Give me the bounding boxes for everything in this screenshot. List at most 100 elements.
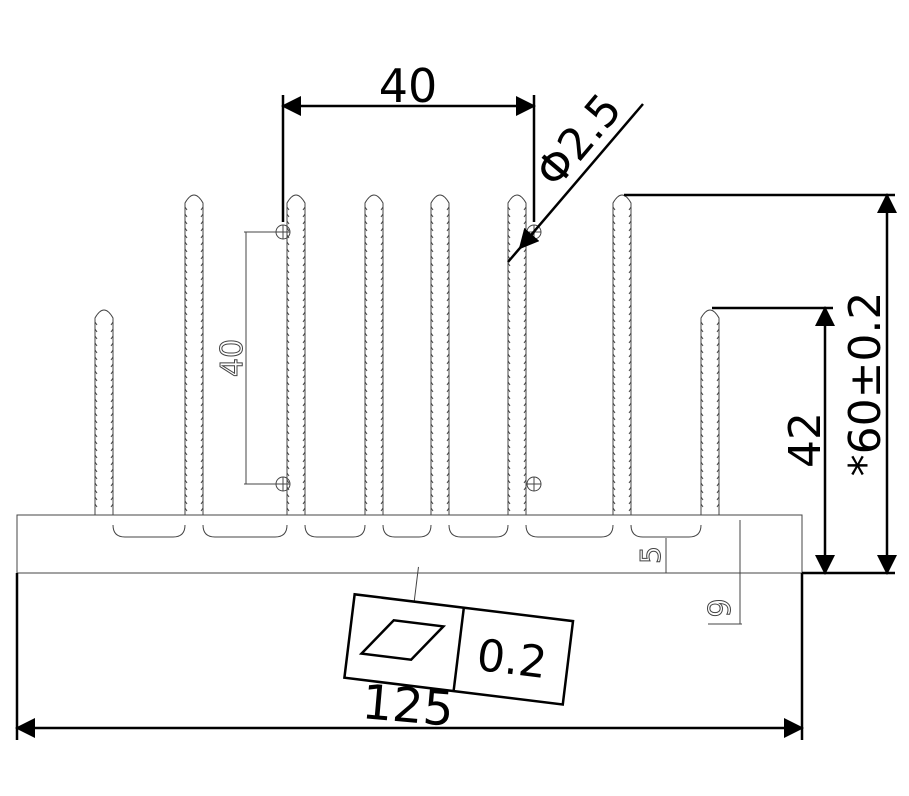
fin-serration: [700, 433, 704, 438]
fin-serration: [430, 360, 434, 365]
fin-serration: [700, 328, 704, 333]
fin-serration: [523, 318, 527, 323]
fin-serration: [612, 269, 616, 274]
fin-serration: [286, 241, 290, 246]
fin-serration: [184, 367, 188, 372]
fin-serration: [507, 388, 511, 393]
fin-serration: [446, 220, 450, 225]
dimension-total-height: *60±0.2: [624, 193, 897, 575]
fin-serration: [110, 342, 114, 347]
fin-serration: [628, 395, 632, 400]
fin-serration: [523, 395, 527, 400]
fin-serration: [507, 353, 511, 358]
fin-serration: [200, 465, 204, 470]
fin-serration: [184, 479, 188, 484]
fin-serration: [380, 444, 384, 449]
fin-serration: [94, 419, 98, 424]
fin-serration: [184, 339, 188, 344]
fin-serration: [94, 370, 98, 375]
fin-serration: [364, 374, 368, 379]
fin-serration: [628, 241, 632, 246]
fin-serration: [612, 367, 616, 372]
fin-serration: [523, 381, 527, 386]
fin-serration: [364, 465, 368, 470]
fin-serration: [302, 297, 306, 302]
fin-serration: [302, 451, 306, 456]
fin-serration: [364, 402, 368, 407]
fin-serration: [200, 297, 204, 302]
fin-serration: [446, 325, 450, 330]
fin-serration: [628, 472, 632, 477]
fin-serration: [110, 363, 114, 368]
fin-serration: [302, 290, 306, 295]
fin-serration: [302, 213, 306, 218]
fin-serration: [430, 479, 434, 484]
fin-serration: [628, 262, 632, 267]
fin-serration: [364, 220, 368, 225]
fin-serration: [612, 500, 616, 505]
fin-serration: [94, 447, 98, 452]
fin-serration: [380, 409, 384, 414]
fin-serration: [628, 276, 632, 281]
dimension-width: 125: [15, 573, 804, 740]
fin-serration: [700, 342, 704, 347]
fin-serration: [523, 451, 527, 456]
dimension-hole-diameter-label: Φ2.5: [526, 84, 632, 197]
fin-serration: [523, 500, 527, 505]
fin-serration: [380, 213, 384, 218]
fin-serration: [94, 433, 98, 438]
fin-serration: [302, 353, 306, 358]
fin-serration: [184, 374, 188, 379]
fin-serration: [507, 283, 511, 288]
fin-serration: [200, 423, 204, 428]
fin-serration: [446, 465, 450, 470]
fin-serration: [364, 486, 368, 491]
fin-8: [700, 309, 720, 515]
fin-serration: [200, 304, 204, 309]
fin-serration: [430, 458, 434, 463]
fin-serration: [507, 262, 511, 267]
fin-serration: [380, 472, 384, 477]
fin-serration: [446, 353, 450, 358]
fin-serration: [286, 388, 290, 393]
fin-serration: [446, 297, 450, 302]
fin-serration: [446, 283, 450, 288]
fin-serration: [302, 325, 306, 330]
fin-serration: [364, 451, 368, 456]
fin-serration: [507, 318, 511, 323]
fin-serration: [380, 437, 384, 442]
fin-serration: [612, 423, 616, 428]
fin-serration: [110, 335, 114, 340]
fin-serration: [94, 503, 98, 508]
fin-serration: [446, 381, 450, 386]
fin-serration: [200, 500, 204, 505]
fin-serration: [302, 262, 306, 267]
fin-serration: [700, 412, 704, 417]
fin-serration: [364, 430, 368, 435]
fin-serration: [612, 206, 616, 211]
fin-serration: [380, 381, 384, 386]
fin-serration: [302, 248, 306, 253]
heatsink-base: [16, 514, 803, 574]
fin-serration: [700, 335, 704, 340]
fin-serration: [286, 395, 290, 400]
fin-serration: [507, 486, 511, 491]
fin-serration: [612, 472, 616, 477]
fin-serration: [380, 346, 384, 351]
fin-serration: [430, 402, 434, 407]
fin-4: [364, 194, 384, 515]
fin-serration: [523, 332, 527, 337]
fin-serration: [110, 377, 114, 382]
fin-serration: [380, 353, 384, 358]
fin-serration: [184, 360, 188, 365]
fin-serration: [184, 465, 188, 470]
fin-serration: [184, 409, 188, 414]
fin-serration: [716, 356, 720, 361]
fin-serration: [302, 465, 306, 470]
fin-serration: [364, 241, 368, 246]
fin-serration: [628, 479, 632, 484]
fin-serration: [430, 465, 434, 470]
fin-serration: [94, 405, 98, 410]
fin-serration: [628, 402, 632, 407]
fin-serration: [200, 220, 204, 225]
